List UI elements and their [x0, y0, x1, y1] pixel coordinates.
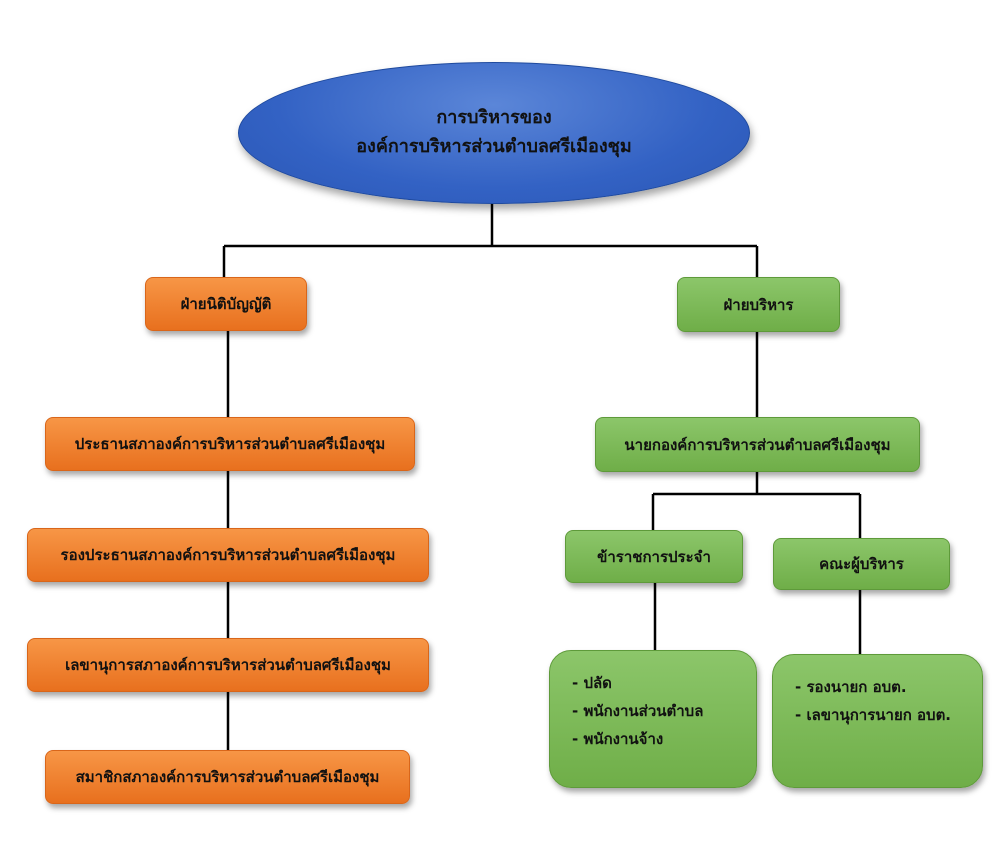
title-line-2: องค์การบริหารส่วนตำบลศรีเมืองชุม [356, 136, 632, 157]
officials-list: ปลัด พนักงานส่วนตำบล พนักงานจ้าง [549, 650, 757, 788]
legislative-item-secretary: เลขานุการสภาองค์การบริหารส่วนตำบลศรีเมือ… [27, 638, 429, 692]
executive-board-box: คณะผู้บริหาร [773, 538, 950, 590]
list-item: ปลัด [572, 669, 756, 697]
list-item: เลขานุการนายก อบต. [795, 701, 982, 729]
title-line-1: การบริหารของ [436, 107, 552, 129]
legislative-header: ฝ่ายนิติบัญญัติ [145, 277, 307, 331]
list-item: พนักงานส่วนตำบล [572, 697, 756, 725]
legislative-item-vice-chairman: รองประธานสภาองค์การบริหารส่วนตำบลศรีเมือ… [27, 528, 429, 582]
executive-board-list: รองนายก อบต. เลขานุการนายก อบต. [772, 654, 983, 788]
list-item: พนักงานจ้าง [572, 725, 756, 753]
executive-head-mayor: นายกองค์การบริหารส่วนตำบลศรีเมืองชุม [595, 417, 920, 472]
legislative-item-member: สมาชิกสภาองค์การบริหารส่วนตำบลศรีเมืองชุ… [45, 750, 410, 804]
title-ellipse: การบริหารของ องค์การบริหารส่วนตำบลศรีเมื… [238, 62, 750, 204]
legislative-item-chairman: ประธานสภาองค์การบริหารส่วนตำบลศรีเมืองชุ… [45, 417, 415, 471]
executive-header: ฝ่ายบริหาร [677, 277, 840, 332]
officials-box: ข้าราชการประจำ [565, 530, 743, 583]
list-item: รองนายก อบต. [795, 673, 982, 701]
